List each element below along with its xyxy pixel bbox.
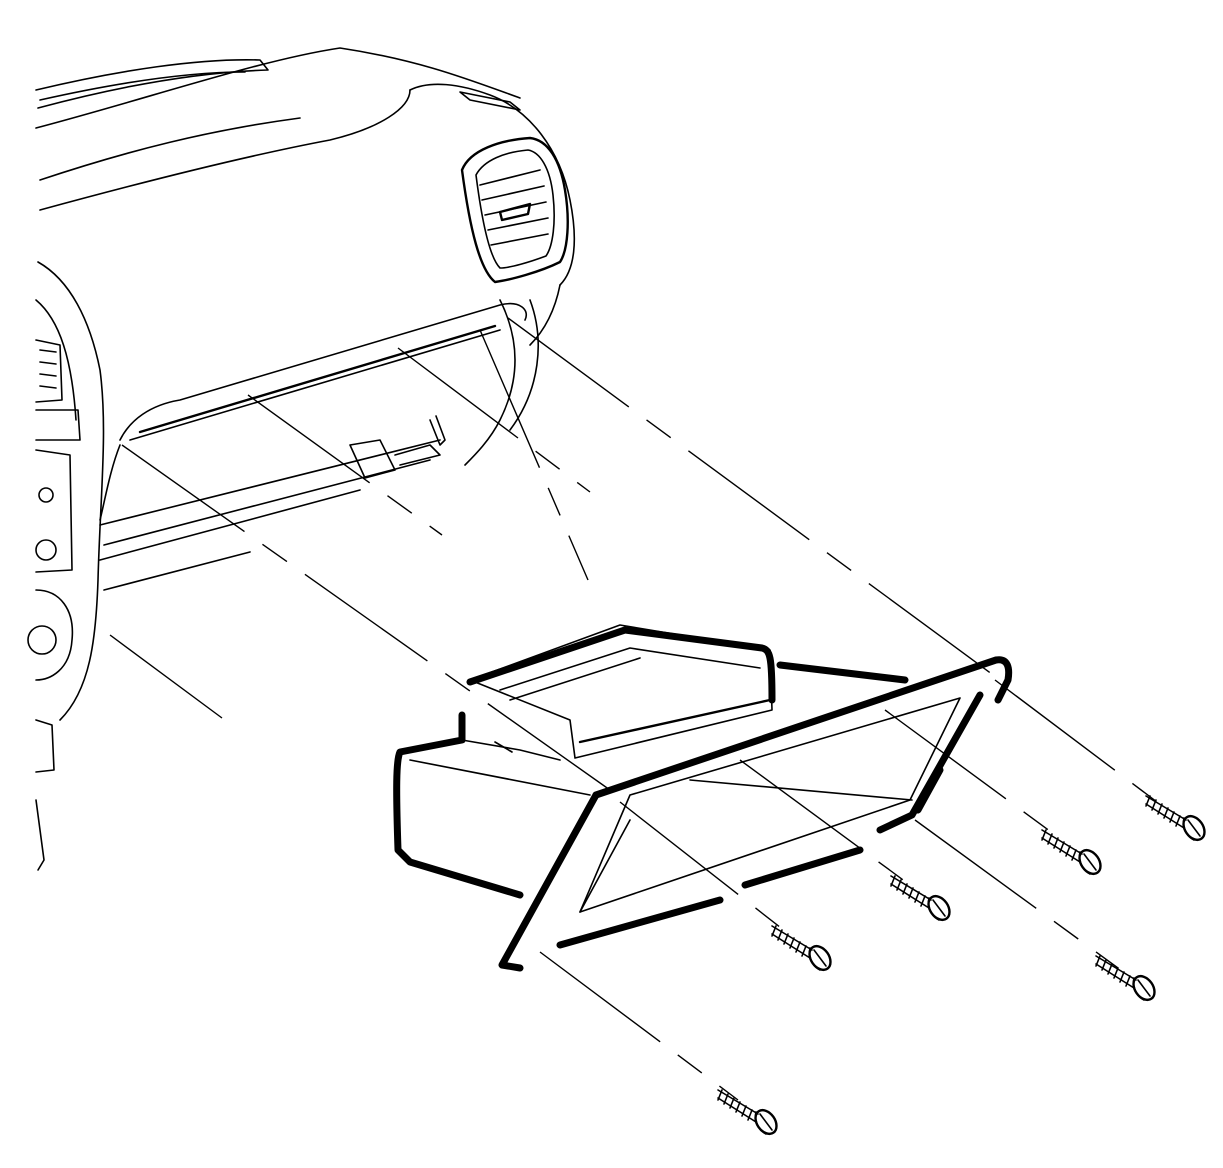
glove-box-bin	[393, 624, 909, 899]
alignment-lines	[109, 317, 1166, 1101]
screw	[716, 1088, 783, 1140]
screw	[770, 924, 837, 976]
screw	[889, 874, 956, 926]
screw	[1040, 828, 1107, 880]
screw	[1144, 794, 1211, 846]
glove-box-door-frame	[498, 656, 1013, 972]
instrument-panel	[27, 47, 576, 871]
screw	[1094, 954, 1161, 1006]
air-vent	[460, 136, 569, 284]
